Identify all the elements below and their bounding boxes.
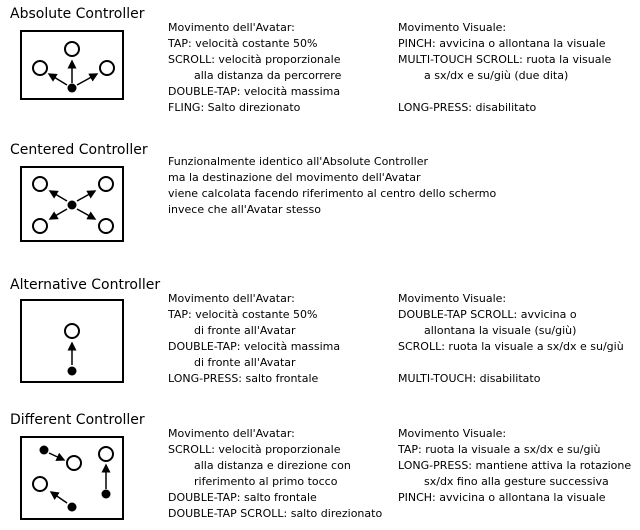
text-line: Movimento dell'Avatar:: [168, 292, 295, 305]
text-line: sx/dx fino alla gesture successiva: [424, 475, 609, 488]
view-movement-text: Movimento Visuale: DOUBLE-TAP SCROLL: av…: [398, 291, 624, 387]
text-line: di fronte all'Avatar: [194, 324, 296, 337]
avatar-movement-text: Movimento dell'Avatar: TAP: velocità cos…: [168, 291, 340, 387]
arrow-icon: [48, 452, 66, 461]
text-line: [398, 355, 624, 371]
avatar-dot-icon: [101, 489, 111, 499]
text-line: DOUBLE-TAP: salto frontale: [168, 491, 317, 504]
circle-target-icon: [98, 176, 114, 192]
text-line: Movimento dell'Avatar:: [168, 21, 295, 34]
text-line: LONG-PRESS: mantiene attiva la rotazione: [398, 459, 632, 472]
text-line: Funzionalmente identico all'Absolute Con…: [168, 155, 429, 168]
text-line: LONG-PRESS: salto frontale: [168, 372, 319, 385]
circle-target-icon: [66, 455, 82, 471]
circle-target-icon: [98, 218, 114, 234]
text-line: Movimento Visuale:: [398, 292, 507, 305]
avatar-dot-icon: [39, 445, 49, 455]
text-line: Movimento Visuale:: [398, 21, 507, 34]
text-line: a sx/dx e su/giù (due dita): [424, 69, 569, 82]
arrow-icon: [76, 190, 97, 202]
controller-diagram: [20, 30, 124, 100]
text-line: alla distanza da percorrere: [194, 69, 342, 82]
text-line: MULTI-TOUCH: disabilitato: [398, 372, 541, 385]
circle-target-icon: [32, 176, 48, 192]
circle-target-icon: [99, 60, 115, 76]
section-title: Centered Controller: [10, 142, 148, 158]
arrow-icon: [76, 73, 99, 86]
text-line: Movimento dell'Avatar:: [168, 427, 295, 440]
text-line: SCROLL: velocità proporzionale: [168, 443, 341, 456]
text-line: MULTI-TOUCH SCROLL: ruota la visuale: [398, 53, 612, 66]
text-line: DOUBLE-TAP SCROLL: avvicina o: [398, 308, 577, 321]
avatar-dot-icon: [67, 366, 77, 376]
controller-diagram: [20, 436, 124, 520]
circle-target-icon: [32, 476, 48, 492]
avatar-dot-icon: [67, 83, 77, 93]
text-line: TAP: velocità costante 50%: [168, 37, 318, 50]
view-movement-text: Movimento Visuale: PINCH: avvicina o all…: [398, 20, 611, 116]
arrow-icon: [48, 208, 68, 220]
avatar-dot-icon: [67, 200, 77, 210]
avatar-movement-text: Movimento dell'Avatar: SCROLL: velocità …: [168, 426, 382, 522]
circle-target-icon: [32, 60, 48, 76]
text-line: DOUBLE-TAP: velocità massima: [168, 340, 341, 353]
text-line: DOUBLE-TAP: velocità massima: [168, 85, 341, 98]
text-line: Movimento Visuale:: [398, 427, 507, 440]
circle-target-icon: [64, 323, 80, 339]
section-title: Different Controller: [10, 412, 145, 428]
description-text: Funzionalmente identico all'Absolute Con…: [168, 154, 496, 218]
avatar-dot-icon: [67, 502, 77, 512]
controller-diagram: [20, 166, 124, 242]
text-line: [398, 84, 611, 100]
text-line: TAP: velocità costante 50%: [168, 308, 318, 321]
text-line: allontana la visuale (su/giù): [424, 324, 577, 337]
view-movement-text: Movimento Visuale: TAP: ruota la visuale…: [398, 426, 631, 506]
circle-target-icon: [64, 41, 80, 57]
text-line: LONG-PRESS: disabilitato: [398, 101, 537, 114]
controller-diagram: [20, 299, 124, 383]
text-line: PINCH: avvicina o allontana la visuale: [398, 37, 606, 50]
text-line: viene calcolata facendo riferimento al c…: [168, 187, 497, 200]
arrow-icon: [49, 491, 68, 504]
arrow-icon: [48, 190, 68, 202]
text-line: SCROLL: ruota la visuale a sx/dx e su/gi…: [398, 340, 624, 353]
text-line: FLING: Salto direzionato: [168, 101, 301, 114]
section-title: Absolute Controller: [10, 6, 145, 22]
text-line: PINCH: avvicina o allontana la visuale: [398, 491, 606, 504]
circle-target-icon: [32, 218, 48, 234]
text-line: SCROLL: velocità proporzionale: [168, 53, 341, 66]
text-line: di fronte all'Avatar: [194, 356, 296, 369]
text-line: TAP: ruota la visuale a sx/dx e su/giù: [398, 443, 601, 456]
avatar-movement-text: Movimento dell'Avatar: TAP: velocità cos…: [168, 20, 341, 116]
circle-target-icon: [98, 446, 114, 462]
text-line: alla distanza e direzione con: [194, 459, 351, 472]
text-line: invece che all'Avatar stesso: [168, 203, 321, 216]
text-line: DOUBLE-TAP SCROLL: salto direzionato: [168, 507, 383, 520]
text-line: riferimento al primo tocco: [194, 475, 338, 488]
arrow-icon: [76, 208, 97, 220]
section-title: Alternative Controller: [10, 277, 161, 293]
text-line: ma la destinazione del movimento dell'Av…: [168, 171, 421, 184]
arrow-icon: [47, 73, 68, 86]
